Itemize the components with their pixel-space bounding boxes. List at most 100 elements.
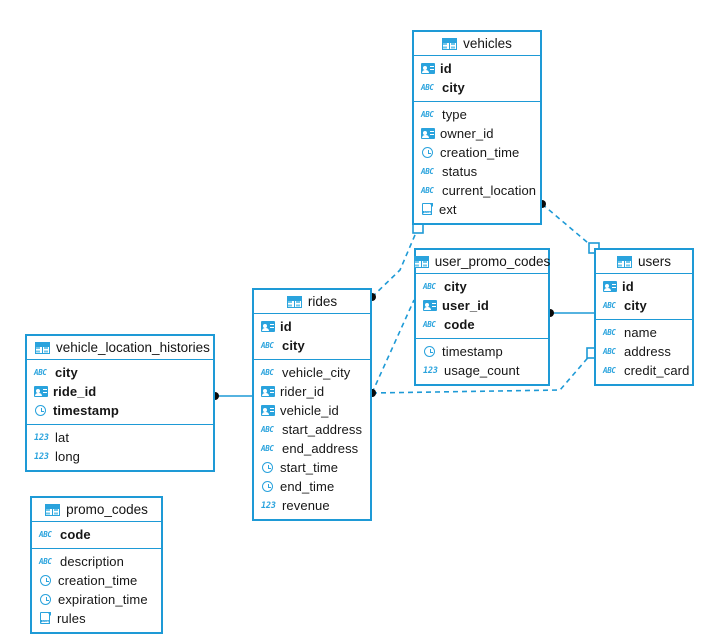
text-type-icon: ABC: [421, 109, 434, 119]
column-row[interactable]: creation_time: [414, 143, 540, 162]
text-type-icon: ABC: [34, 367, 47, 377]
column-row[interactable]: user_id: [416, 296, 548, 315]
column-row[interactable]: id: [254, 317, 370, 336]
text-type-icon: ABC: [423, 281, 436, 291]
primary-key-icon: [423, 300, 437, 311]
column-name: end_address: [282, 441, 359, 456]
text-type-icon: ABC: [603, 346, 616, 356]
column-name: code: [60, 527, 91, 542]
column-row[interactable]: id: [414, 59, 540, 78]
table-icon: [35, 341, 50, 354]
text-type-icon: ABC: [423, 319, 436, 329]
column-row[interactable]: ABC description: [32, 552, 161, 571]
column-row[interactable]: 123 long: [27, 447, 213, 466]
column-name: usage_count: [444, 363, 520, 378]
number-type-icon: 123: [34, 432, 49, 443]
column-name: vehicle_city: [282, 365, 351, 380]
table-header-rides[interactable]: rides: [254, 290, 370, 314]
column-row[interactable]: timestamp: [27, 401, 213, 420]
column-row[interactable]: ABC credit_card: [596, 361, 692, 380]
column-row[interactable]: creation_time: [32, 571, 161, 590]
table-name: users: [637, 254, 671, 269]
table-name: rides: [307, 294, 338, 309]
column-row[interactable]: expiration_time: [32, 590, 161, 609]
json-type-icon: [421, 203, 434, 217]
table-name: promo_codes: [66, 502, 148, 517]
column-row[interactable]: ABC city: [416, 277, 548, 296]
column-name: name: [624, 325, 657, 340]
column-name: expiration_time: [58, 592, 148, 607]
table-header-vehicles[interactable]: vehicles: [414, 32, 540, 56]
column-name: credit_card: [624, 363, 690, 378]
table-header-promo_codes[interactable]: promo_codes: [32, 498, 161, 522]
column-row[interactable]: ext: [414, 200, 540, 219]
column-row[interactable]: ABC code: [32, 525, 161, 544]
column-name: timestamp: [53, 403, 119, 418]
column-name: current_location: [442, 183, 537, 198]
table-name: vehicles: [463, 36, 512, 51]
relationship-line-rides-to-vehicles[interactable]: [371, 227, 419, 298]
column-section: ABC description creation_time expiration_ti…: [32, 548, 161, 632]
text-type-icon: ABC: [603, 365, 616, 375]
column-row[interactable]: owner_id: [414, 124, 540, 143]
column-name: lat: [55, 430, 70, 445]
column-row[interactable]: ABC type: [414, 105, 540, 124]
column-name: description: [60, 554, 124, 569]
table-icon: [442, 37, 458, 50]
column-section: 123 lat 123 long: [27, 424, 213, 470]
table-icon: [45, 503, 61, 516]
column-row[interactable]: rules: [32, 609, 161, 628]
column-row[interactable]: end_time: [254, 477, 370, 496]
column-row[interactable]: rider_id: [254, 382, 370, 401]
table-header-user_promo_codes[interactable]: user_promo_codes: [413, 250, 550, 274]
column-row[interactable]: ABC address: [596, 342, 692, 361]
column-name: address: [624, 344, 671, 359]
table-header-vehicle_location_histories[interactable]: vehicle_location_histories: [27, 336, 213, 360]
column-row[interactable]: start_time: [254, 458, 370, 477]
relationship-line-vehicles-to-users[interactable]: [541, 203, 595, 249]
number-type-icon: 123: [34, 451, 49, 462]
column-row[interactable]: id: [596, 277, 692, 296]
primary-key-icon: [421, 63, 435, 74]
relationship-line-rides-to-user_promo_codes[interactable]: [371, 299, 415, 394]
timestamp-type-icon: [39, 574, 53, 588]
column-name: type: [442, 107, 467, 122]
column-name: long: [55, 449, 80, 464]
text-type-icon: ABC: [39, 529, 52, 539]
column-row[interactable]: vehicle_id: [254, 401, 370, 420]
column-row[interactable]: 123 lat: [27, 428, 213, 447]
column-row[interactable]: ride_id: [27, 382, 213, 401]
column-name: city: [444, 279, 467, 294]
column-row[interactable]: ABC name: [596, 323, 692, 342]
column-name: user_id: [442, 298, 489, 313]
table-icon: [413, 255, 429, 268]
text-type-icon: ABC: [603, 327, 616, 337]
text-type-icon: ABC: [39, 556, 52, 566]
table-header-users[interactable]: users: [596, 250, 692, 274]
column-row[interactable]: timestamp: [416, 342, 548, 361]
timestamp-type-icon: [421, 146, 435, 160]
timestamp-type-icon: [39, 593, 53, 607]
